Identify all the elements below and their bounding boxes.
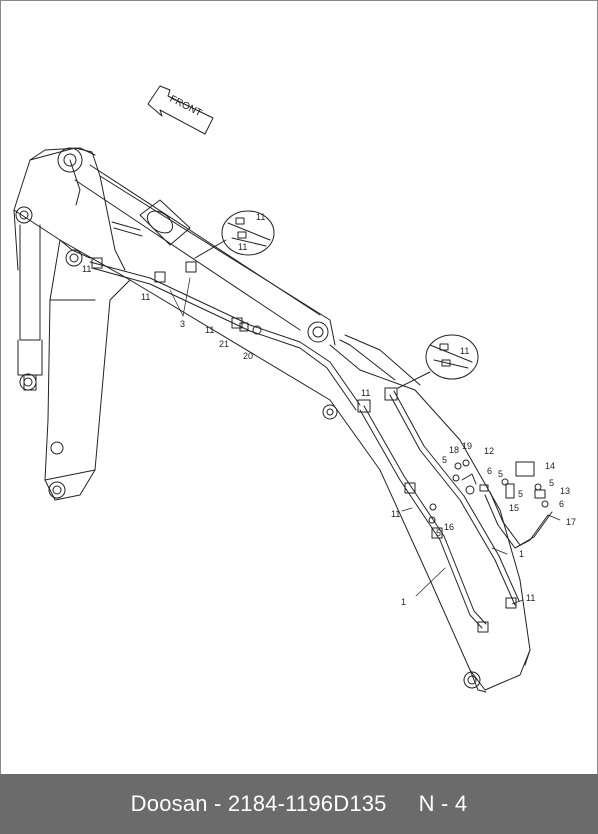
- callout-1: 1: [519, 549, 524, 559]
- callout-11: 11: [526, 593, 535, 603]
- callout-5: 5: [498, 469, 503, 479]
- callout-11: 11: [361, 388, 370, 398]
- footer-bar: Doosan - 2184-1196D135 N - 4: [0, 774, 598, 834]
- front-arrow-icon: FRONT: [147, 85, 214, 135]
- footer-title: Doosan - 2184-1196D135: [130, 791, 387, 816]
- callout-12: 12: [484, 446, 494, 456]
- callout-1: 1: [401, 597, 406, 607]
- callout-14: 14: [545, 461, 555, 471]
- callout-6: 6: [487, 466, 492, 476]
- fittings-cluster: [428, 459, 549, 524]
- callout-13: 13: [560, 486, 570, 496]
- detail-bubble-lower: [397, 334, 479, 389]
- clamp-icons: [91, 257, 517, 633]
- callout-11: 11: [205, 325, 214, 335]
- callout-18: 18: [449, 445, 459, 455]
- callout-11: 11: [238, 242, 247, 252]
- detail-bubble-upper: [194, 210, 275, 259]
- callout-11: 11: [82, 264, 91, 274]
- callout-16: 16: [444, 522, 454, 532]
- footer-page-number: N - 4: [418, 791, 468, 816]
- callout-6: 6: [559, 499, 564, 509]
- callout-5: 5: [436, 528, 441, 538]
- callout-15: 15: [509, 503, 519, 513]
- callout-20: 20: [243, 351, 253, 361]
- leader-lines: [169, 277, 561, 605]
- callout-5: 5: [518, 489, 523, 499]
- callout-3: 3: [180, 319, 185, 329]
- callout-11: 11: [391, 509, 400, 519]
- parts-diagram: FRONT: [13, 85, 576, 693]
- callout-11: 11: [256, 212, 265, 222]
- pipes-boom: [359, 390, 520, 629]
- callout-numbers: 11 11 11 11 3 11 21 20 11 11 18 19 12 5 …: [82, 212, 576, 607]
- callout-17: 17: [566, 517, 576, 527]
- boom-cylinder: [74, 164, 321, 331]
- callout-11: 11: [141, 292, 150, 302]
- callout-5: 5: [549, 478, 554, 488]
- callout-21: 21: [219, 339, 229, 349]
- callout-5: 5: [442, 455, 447, 465]
- callout-19: 19: [462, 441, 472, 451]
- hose-17: [484, 491, 553, 549]
- left-cylinder: [17, 224, 43, 391]
- callout-11: 11: [460, 346, 469, 356]
- hose-upper: [89, 221, 361, 411]
